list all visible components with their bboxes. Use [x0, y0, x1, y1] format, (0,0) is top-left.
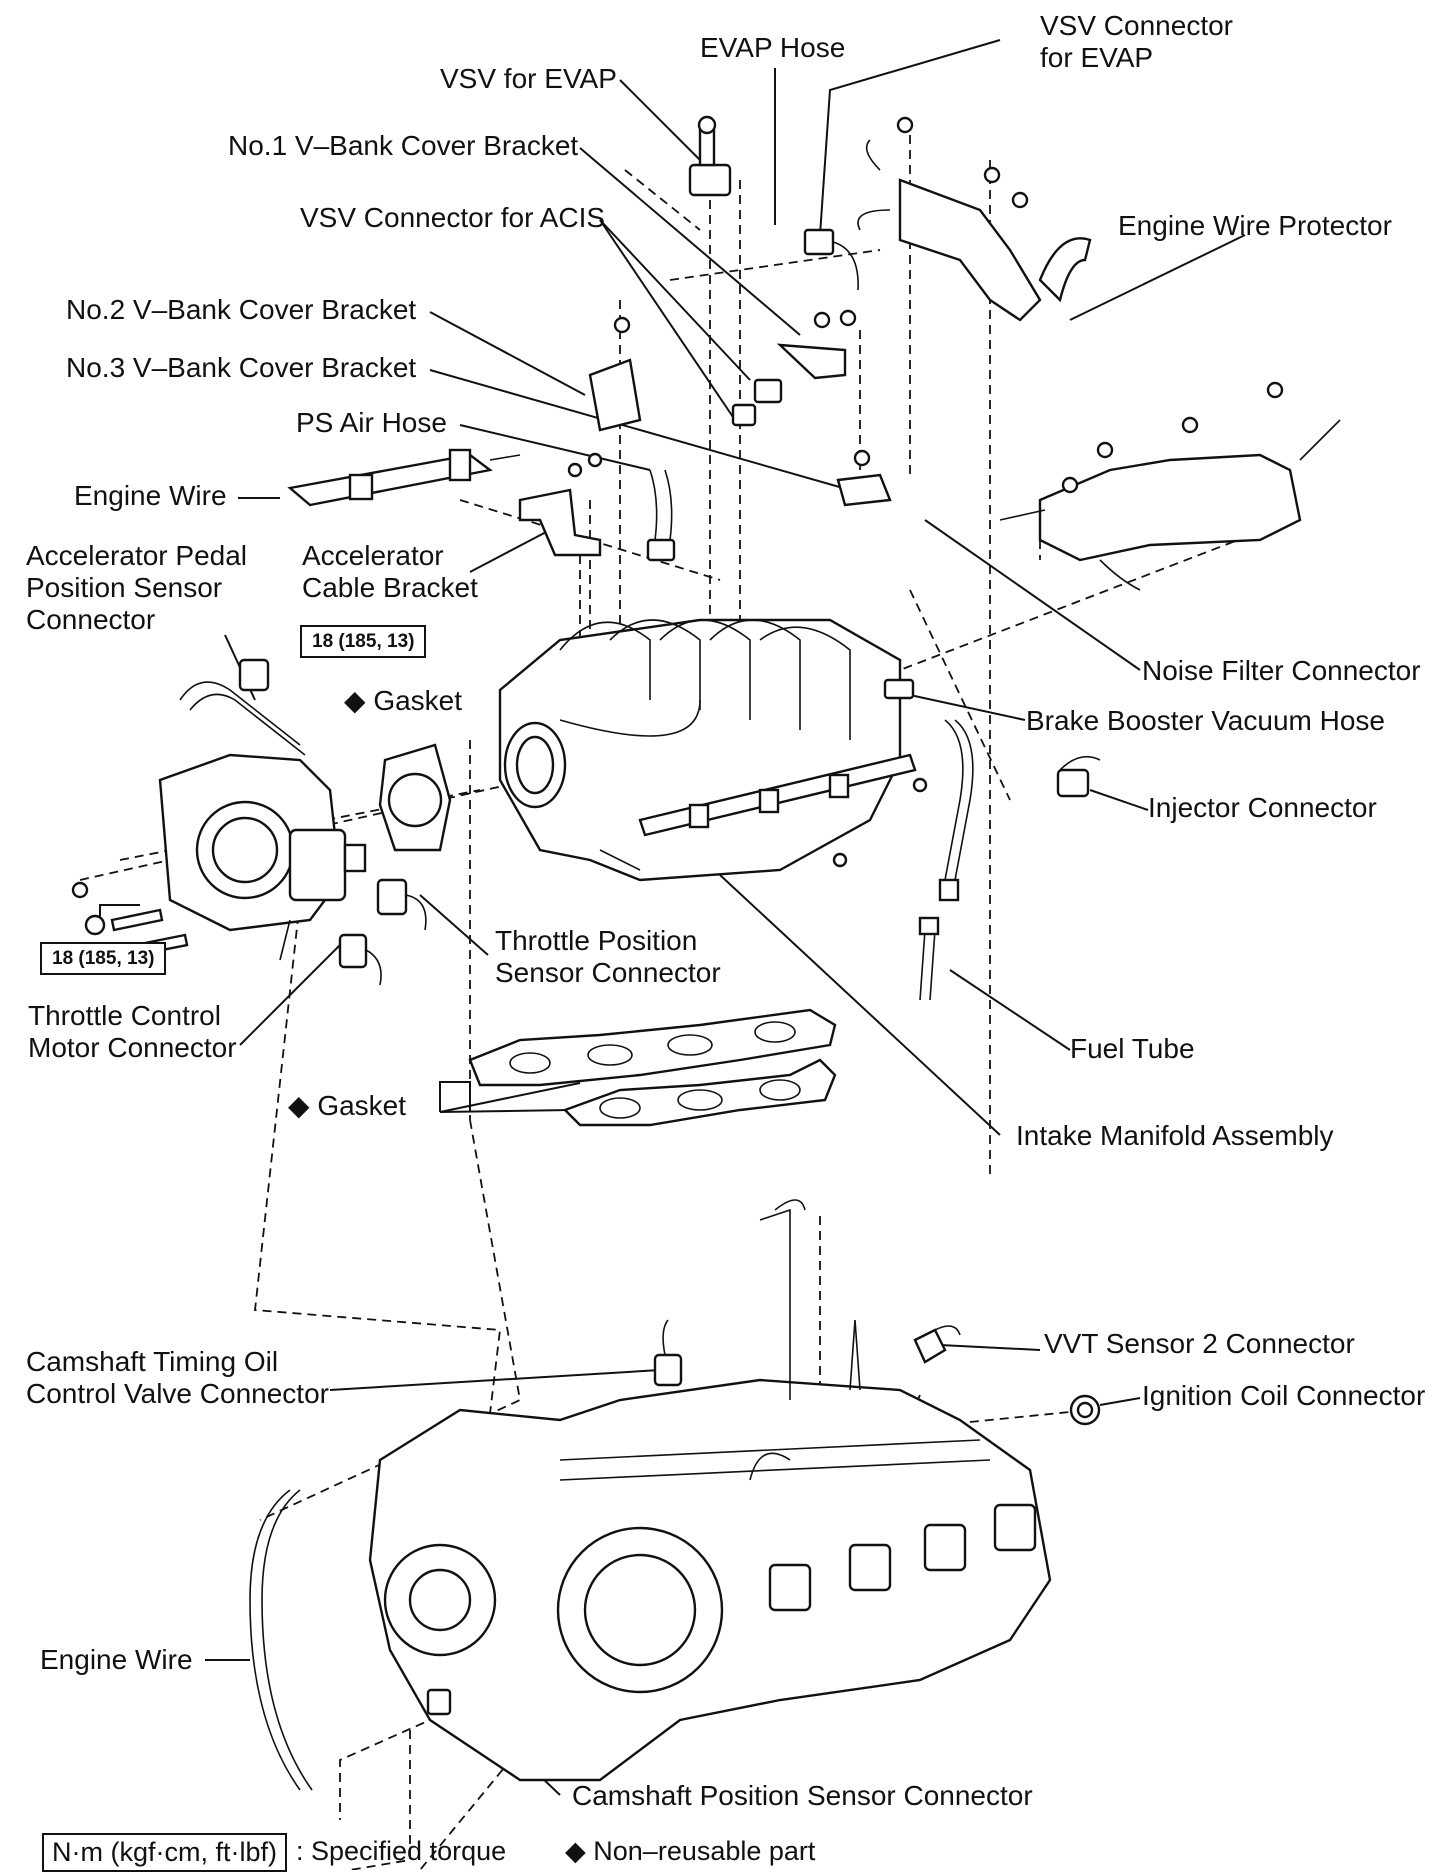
legend-torque-description: : Specified torque	[296, 1836, 507, 1866]
label-vsv-for-evap: VSV for EVAP	[440, 63, 617, 94]
label-ignition-coil-connector: Ignition Coil Connector	[1142, 1380, 1426, 1411]
nonreusable-diamond-icon: ◆	[565, 1836, 586, 1866]
label-gasket-throttle: ◆ Gasket	[344, 685, 463, 716]
label-vsv-connector-acis: VSV Connector for ACIS	[300, 202, 606, 233]
torque-box-manifold: 18 (185, 13)	[300, 625, 427, 658]
legend-torque-unit-box: N·m (kgf·cm, ft·lbf)	[42, 1833, 287, 1872]
label-injector-connector: Injector Connector	[1148, 792, 1377, 823]
torque-box-throttle-body: 18 (185, 13)	[40, 942, 167, 975]
accelerator-cable-bracket-drawing	[518, 452, 603, 557]
label-vsv-connector-evap: VSV Connector for EVAP	[1040, 10, 1233, 73]
label-noise-filter-connector: Noise Filter Connector	[1142, 655, 1421, 686]
nonreusable-diamond-icon: ◆	[344, 685, 366, 716]
top-parts	[588, 115, 892, 507]
label-accelerator-cable-bracket: Accelerator Cable Bracket	[302, 540, 478, 603]
label-ps-air-hose: PS Air Hose	[296, 407, 447, 438]
ps-air-hose-drawing	[646, 469, 676, 562]
throttle-connectors-drawing	[279, 878, 427, 986]
engine-wire-lower-drawing	[249, 1489, 313, 1791]
label-no2-v-bank-cover-bracket: No.2 V–Bank Cover Bracket	[66, 294, 417, 325]
label-camshaft-position-sensor-connector: Camshaft Position Sensor Connector	[572, 1780, 1033, 1811]
label-vvt-sensor-2-connector: VVT Sensor 2 Connector	[1044, 1328, 1355, 1359]
manifold-gaskets-drawing	[468, 1008, 837, 1127]
intake-manifold-drawing	[498, 618, 917, 882]
label-no3-v-bank-cover-bracket: No.3 V–Bank Cover Bracket	[66, 352, 417, 383]
legend-nonreusable: ◆ Non–reusable part	[565, 1836, 816, 1866]
label-gasket-manifold: ◆ Gasket	[288, 1090, 407, 1121]
label-throttle-position-sensor-connector: Throttle Position Sensor Connector	[495, 925, 721, 988]
label-engine-wire-top: Engine Wire	[74, 480, 227, 511]
label-engine-wire-bottom: Engine Wire	[40, 1644, 193, 1675]
engine-wire-protector-drawing	[857, 116, 1092, 322]
nonreusable-diamond-icon: ◆	[288, 1090, 310, 1121]
engine-block-drawing	[368, 1199, 1052, 1782]
label-evap-hose: EVAP Hose	[700, 32, 846, 63]
engine-wire-right-drawing	[999, 381, 1341, 591]
label-fuel-tube: Fuel Tube	[1070, 1033, 1195, 1064]
label-brake-booster-vacuum-hose: Brake Booster Vacuum Hose	[1026, 705, 1385, 736]
label-accelerator-pedal-position-sensor-connector: Accelerator Pedal Position Sensor Connec…	[26, 540, 248, 635]
label-throttle-control-motor-connector: Throttle Control Motor Connector	[28, 1000, 237, 1063]
throttle-body-drawing	[71, 658, 367, 957]
label-camshaft-timing-oil-control-valve-connector: Camshaft Timing Oil Control Valve Connec…	[26, 1346, 329, 1409]
label-engine-wire-protector: Engine Wire Protector	[1118, 210, 1392, 241]
leader-lines	[99, 39, 1246, 1796]
engine-wire-left-drawing	[287, 448, 521, 507]
throttle-gasket-drawing	[378, 743, 452, 852]
lower-connectors-drawing	[426, 1319, 1101, 1716]
label-no1-v-bank-cover-bracket: No.1 V–Bank Cover Bracket	[228, 130, 579, 161]
right-hoses-drawing	[832, 678, 1101, 1001]
label-intake-manifold-assembly: Intake Manifold Assembly	[1016, 1120, 1334, 1151]
